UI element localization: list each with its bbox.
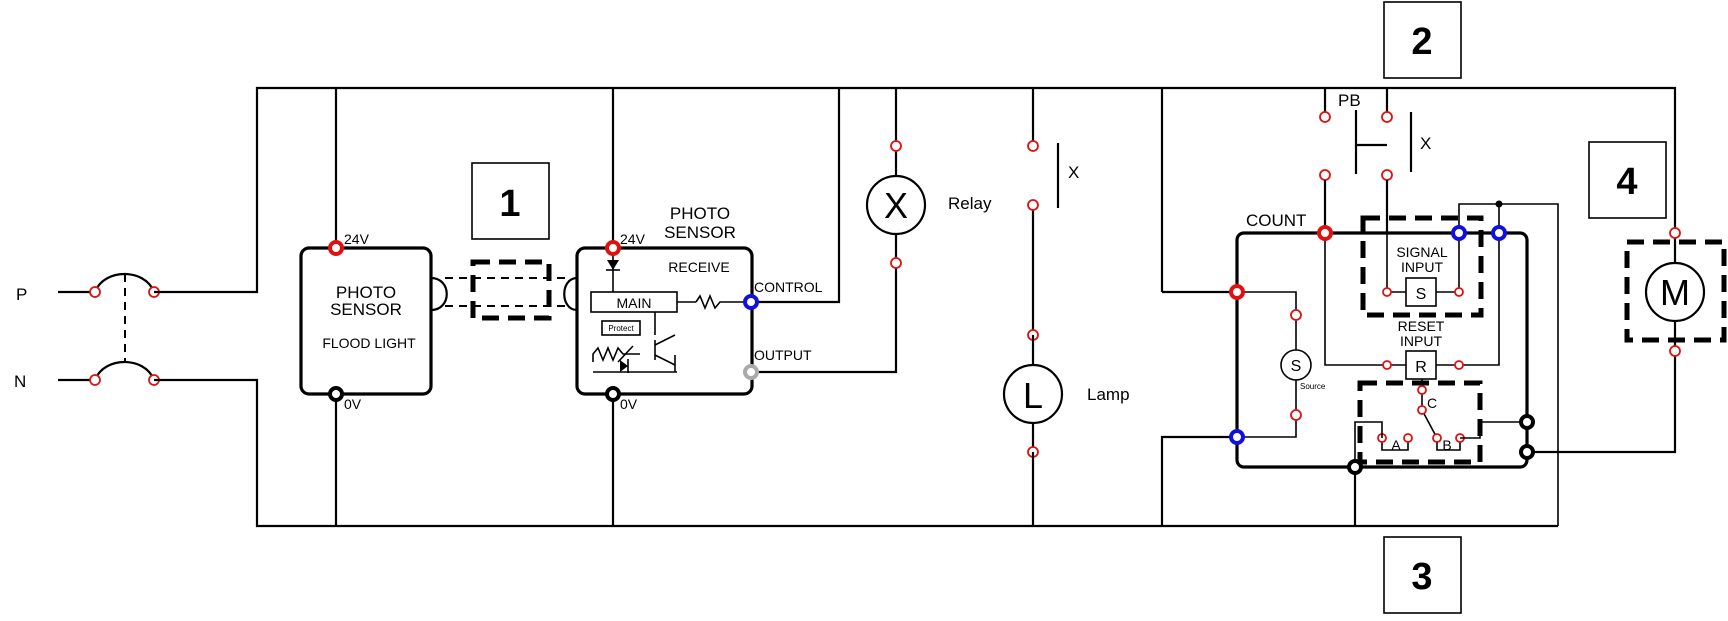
contact-terminal [1417,405,1427,415]
protect-block [601,320,641,336]
placeholder-3: 3 [1383,536,1462,614]
lamp-symbol: L [1023,375,1043,416]
breaker-terminal [89,286,101,298]
protect-block-label: Protect [608,324,634,333]
receiver-output-label: OUTPUT [754,347,812,363]
source-terminal [1290,309,1302,321]
placeholder-2: 2 [1383,1,1462,79]
push-button-label: PB [1338,91,1361,110]
relay-coil-symbol: X [884,185,908,226]
contact-terminal [1027,140,1039,152]
counter-terminal [1519,444,1535,460]
lamp-branch: X L Lamp [1002,88,1130,526]
emitter-title-line1: PHOTO [336,283,396,302]
signal-terminal [1382,287,1392,297]
pb-terminal [1381,169,1393,181]
pb-contact-label: X [1420,134,1431,153]
pb-terminal [1319,111,1331,123]
contact-c-label: C [1427,395,1437,411]
signal-input-line1: SIGNAL [1396,244,1448,260]
emitter-0v-terminal [328,386,344,402]
pb-terminal [1381,111,1393,123]
signal-terminal [1454,287,1464,297]
neutral-label: N [14,372,26,391]
placeholder-box [471,162,550,240]
receiver-control-terminal [743,294,759,310]
receiver-ground-label: 0V [620,396,638,412]
relay-coil [865,174,927,236]
receiver-output-terminal [743,364,759,380]
photo-sensor-receiver: PHOTO SENSOR RECEIVE 24V 0V MAIN Protect… [563,88,898,526]
reset-input-line2: INPUT [1400,333,1442,349]
motor-terminal [1669,345,1681,357]
signal-input-line2: INPUT [1401,259,1443,275]
source-label: Source [1300,382,1326,391]
placeholder-1: 1 [445,162,565,321]
counter-terminal [1451,225,1467,241]
counter-terminal [1317,225,1333,241]
signal-input-symbol: S [1416,286,1427,303]
placeholder-number: 1 [499,183,520,225]
contact-terminal [1403,433,1413,443]
motor-letter: M [1660,272,1690,313]
main-breaker: P N [14,86,1677,528]
motor: M [1624,227,1727,357]
reset-input-symbol: R [1415,359,1427,376]
pb-terminal [1319,169,1331,181]
relay: X Relay [865,88,992,269]
emitter-ground-label: 0V [344,396,362,412]
counter-title: COUNT [1246,211,1306,230]
contact-terminal [1417,385,1427,395]
receiver-24v-terminal [605,240,621,256]
placeholder-number: 2 [1411,21,1432,63]
placeholder-4: 4 [1588,141,1667,219]
phase-label: P [16,285,27,304]
relay-label: Relay [948,194,992,213]
emitter-subtitle: FLOOD LIGHT [322,335,416,351]
contact-b-label: B [1442,437,1451,453]
receiver-title-line2: SENSOR [664,223,736,242]
receiver-control-label: CONTROL [754,279,823,295]
signal-input-box [1405,277,1437,307]
counter: COUNT S Source SIGNAL INPUT S RESET INPU… [1160,88,1677,526]
receiver-0v-terminal [605,386,621,402]
reset-terminal [1382,360,1392,370]
relay-terminal [890,140,902,152]
placeholder-box [1383,536,1462,614]
placeholder-number: 4 [1616,161,1637,203]
lamp-label: Lamp [1087,385,1130,404]
motor-terminal [1669,227,1681,239]
source-symbol-letter: S [1291,358,1302,375]
emitter-supply-label: 24V [344,231,370,247]
placeholder-box [1383,1,1462,79]
reset-input-box [1405,350,1437,380]
relay-terminal [890,257,902,269]
contact-terminal [1432,433,1442,443]
contact-terminal [1027,199,1039,211]
receiver-mode: RECEIVE [668,259,729,275]
main-block-label: MAIN [617,295,652,311]
source-terminal [1290,409,1302,421]
counter-terminal [1491,225,1507,241]
receiver-title-line1: PHOTO [670,204,730,223]
reset-input-line1: RESET [1398,318,1445,334]
push-button-branch: PB X [1319,88,1431,233]
placeholder-number: 3 [1411,556,1432,598]
receiver-supply-label: 24V [620,231,646,247]
reset-terminal [1454,360,1464,370]
breaker-terminal [89,374,101,386]
emitter-24v-terminal [328,240,344,256]
counter-terminal [1519,414,1535,430]
counter-terminal [1347,459,1363,475]
emitter-title-line2: SENSOR [330,300,402,319]
counter-terminal [1229,429,1245,445]
photo-sensor-emitter: PHOTO SENSOR FLOOD LIGHT 24V 0V [299,88,448,526]
counter-terminal [1229,284,1245,300]
relay-contact-label: X [1068,163,1079,182]
contact-a-label: A [1391,437,1401,453]
placeholder-box [1588,141,1667,219]
